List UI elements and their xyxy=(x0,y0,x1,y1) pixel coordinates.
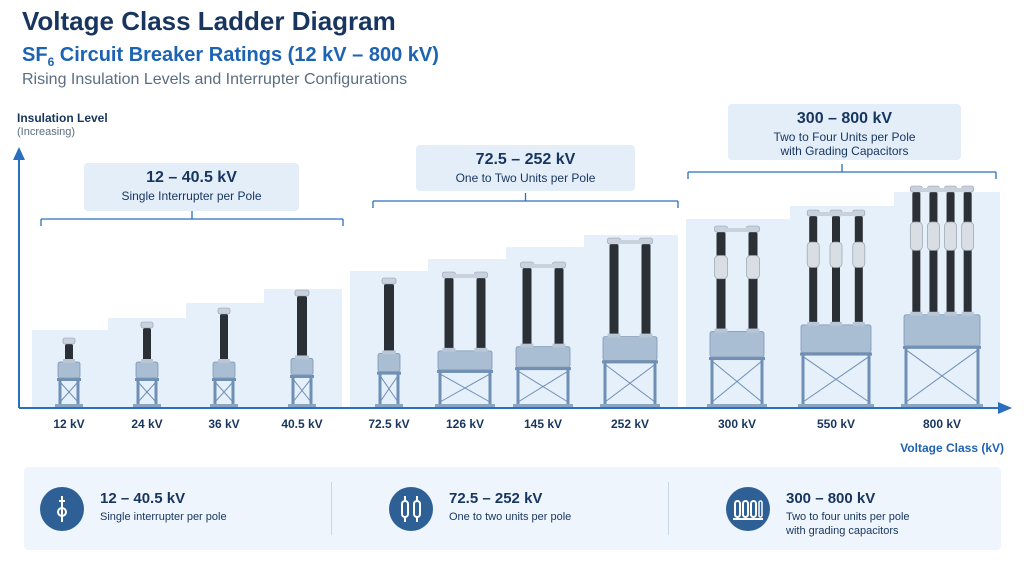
group-label-high: 300 – 800 kV Two to Four Units per Pole … xyxy=(728,104,961,160)
single-interrupter-icon xyxy=(40,487,84,531)
summary-range-high: 300 – 800 kV xyxy=(786,490,876,507)
voltage-step xyxy=(790,206,894,408)
group-label-mid: 72.5 – 252 kV One to Two Units per Pole xyxy=(416,145,635,191)
voltage-ladder-diagram: 12 kV 24 kV 36 kV 40.5 kV 72.5 kV 126 kV 145 k… xyxy=(13,147,1012,431)
group-desc-high-2: with Grading Capacitors xyxy=(780,144,909,158)
page-tagline: Rising Insulation Levels and Interrupter… xyxy=(22,71,408,88)
breaker-252kV xyxy=(600,237,660,407)
summary-desc-high-1: Two to four units per pole xyxy=(786,511,910,523)
breaker-126kV xyxy=(435,271,495,407)
group-label-low: 12 – 40.5 kV Single Interrupter per Pole xyxy=(84,163,299,211)
x-tick-label: 550 kV xyxy=(817,417,855,431)
x-tick-label: 252 kV xyxy=(611,417,649,431)
y-axis-sublabel: (Increasing) xyxy=(17,126,76,138)
x-axis-arrow xyxy=(998,402,1012,414)
summary-divider xyxy=(668,482,669,535)
summary-panel: 12 – 40.5 kV Single interrupter per pole… xyxy=(24,467,1001,550)
summary-desc-mid: One to two units per pole xyxy=(449,511,572,523)
group-desc-low: Single Interrupter per Pole xyxy=(121,189,262,203)
x-tick-label: 800 kV xyxy=(923,417,961,431)
breaker-24kV xyxy=(133,321,161,407)
breaker-40-5kV xyxy=(288,289,316,407)
breaker-12kV xyxy=(55,337,83,407)
subtitle-subscript: 6 xyxy=(47,55,55,69)
x-tick-label: 24 kV xyxy=(131,417,162,431)
x-tick-label: 145 kV xyxy=(524,417,562,431)
y-axis-arrow xyxy=(13,147,25,160)
x-tick-label: 40.5 kV xyxy=(281,417,322,431)
breaker-72-5kV xyxy=(375,277,403,407)
group-range-mid: 72.5 – 252 kV xyxy=(475,151,576,168)
page-title: Voltage Class Ladder Diagram xyxy=(22,6,396,36)
summary-divider xyxy=(331,482,332,535)
breaker-550kV xyxy=(798,209,874,407)
x-tick-label: 126 kV xyxy=(446,417,484,431)
summary-item-mid: 72.5 – 252 kV One to two units per pole xyxy=(331,467,668,550)
summary-item-high: 300 – 800 kV Two to four units per pole w… xyxy=(668,467,1001,550)
group-desc-mid: One to Two Units per Pole xyxy=(455,171,596,185)
voltage-step xyxy=(686,219,790,408)
subtitle-rest: Circuit Breaker Ratings (12 kV – 800 kV) xyxy=(54,44,439,66)
breaker-145kV xyxy=(513,261,573,407)
summary-desc-high: Two to four units per pole with grading c… xyxy=(786,510,910,538)
summary-desc-low: Single interrupter per pole xyxy=(100,511,227,523)
voltage-step xyxy=(584,235,678,408)
x-tick-label: 36 kV xyxy=(208,417,239,431)
summary-range-low: 12 – 40.5 kV xyxy=(100,490,186,507)
subtitle-sf: SF xyxy=(22,44,48,66)
x-axis-label: Voltage Class (kV) xyxy=(900,441,1004,455)
group-range-high: 300 – 800 kV xyxy=(796,110,893,127)
x-tick-label: 300 kV xyxy=(718,417,756,431)
summary-item-low: 12 – 40.5 kV Single interrupter per pole xyxy=(24,467,331,550)
group-range-low: 12 – 40.5 kV xyxy=(146,169,237,186)
x-tick-label: 12 kV xyxy=(53,417,84,431)
page-subtitle: SF6 Circuit Breaker Ratings (12 kV – 800… xyxy=(22,44,439,69)
summary-desc-high-2: with grading capacitors xyxy=(786,525,899,537)
double-interrupter-icon xyxy=(389,487,433,531)
breaker-800kV xyxy=(901,185,983,407)
breaker-36kV xyxy=(210,307,238,407)
group-bracket-high xyxy=(687,164,997,179)
breaker-300kV xyxy=(707,225,767,407)
x-tick-label: 72.5 kV xyxy=(368,417,409,431)
group-desc-high: Two to Four Units per Pole xyxy=(773,130,916,144)
multi-interrupter-icon xyxy=(726,487,770,531)
summary-range-mid: 72.5 – 252 kV xyxy=(449,490,543,507)
group-bracket-mid xyxy=(372,193,679,208)
group-bracket-low xyxy=(40,211,344,226)
y-axis-label: Insulation Level xyxy=(17,111,108,125)
